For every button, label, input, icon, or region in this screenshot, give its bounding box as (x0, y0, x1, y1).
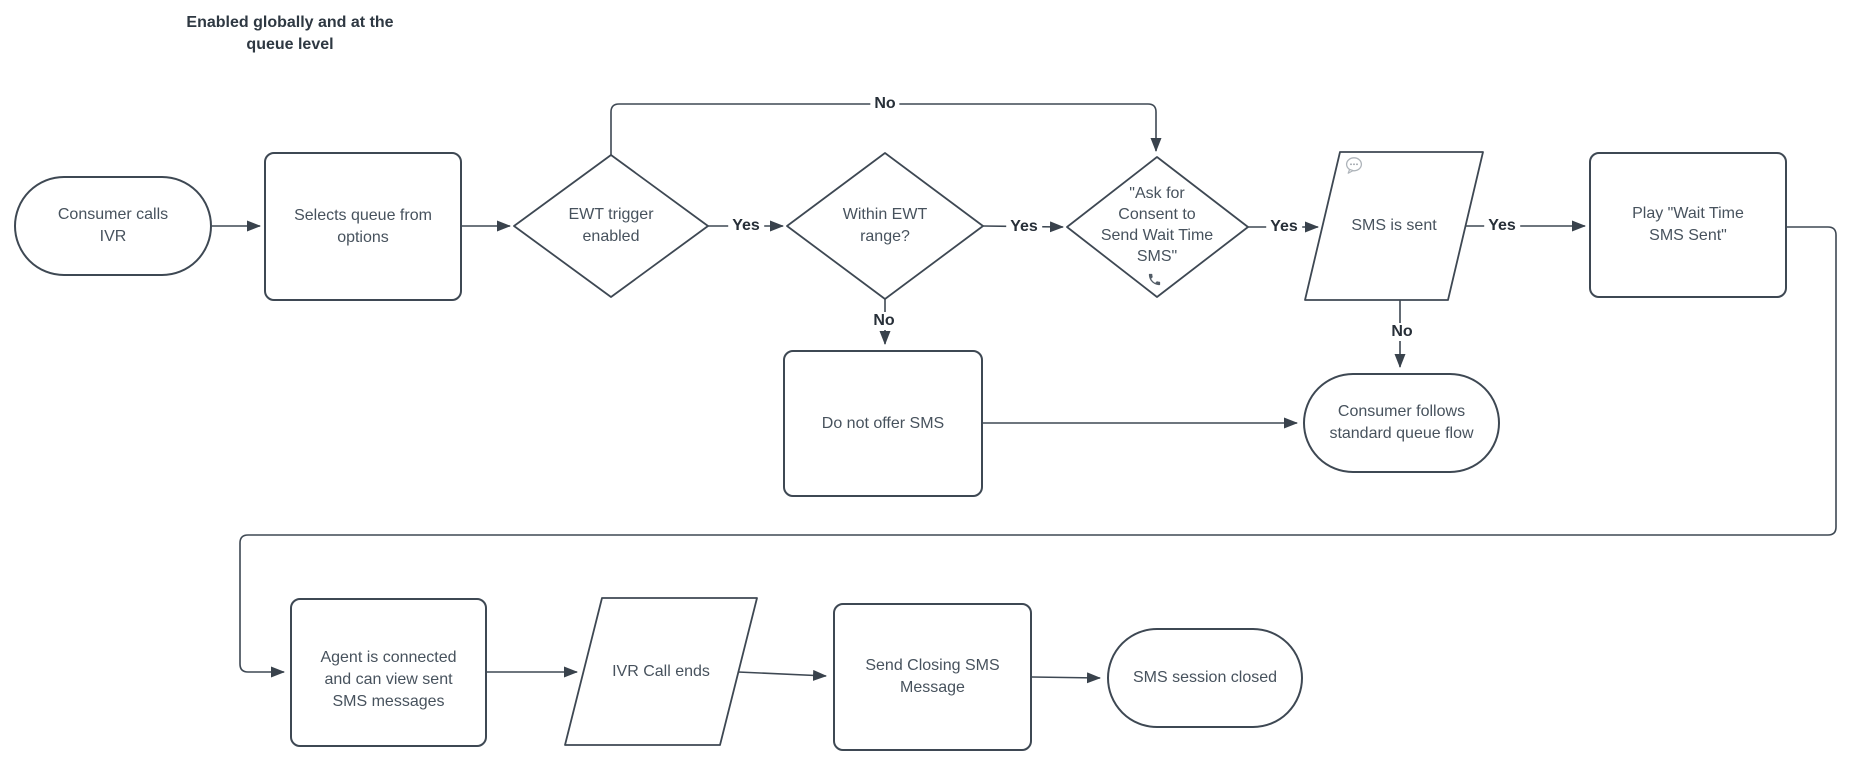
diagram-title: Enabled globally and at the queue level (186, 14, 394, 53)
edge-label-yes: Yes (728, 217, 764, 235)
node-consumer-follows-standard-queue-flow: Consumer follows standard queue flow (1303, 373, 1500, 473)
node-play-wait-time-sms-sent: Play "Wait Time SMS Sent" (1589, 152, 1787, 298)
node-send-closing-sms-message: Send Closing SMS Message (833, 603, 1032, 751)
edge-label-no: No (869, 312, 899, 330)
edge-label-no: No (1387, 323, 1417, 341)
node-within-ewt-range: Within EWT range? (842, 206, 928, 245)
edge-ivr-ends-to-closing-sms (737, 669, 827, 681)
edge-label-yes: Yes (1266, 218, 1302, 236)
node-agent-is-connected: Agent is connected and can view sent SMS… (290, 598, 487, 747)
node-selects-queue: Selects queue from options (264, 152, 462, 301)
edge-label-yes: Yes (1484, 217, 1520, 235)
node-sms-is-sent: SMS is sent (1351, 217, 1437, 234)
edge-label-no: No (870, 95, 900, 113)
sms-is-sent-shape (1304, 151, 1484, 301)
edge-closing-sms-to-session-closed (1031, 672, 1101, 684)
node-ivr-call-ends: IVR Call ends (612, 662, 710, 680)
node-sms-session-closed: SMS session closed (1107, 628, 1303, 728)
node-consumer-calls-ivr: Consumer calls IVR (14, 176, 212, 276)
edge-label-yes: Yes (1006, 218, 1042, 236)
node-do-not-offer-sms: Do not offer SMS (783, 350, 983, 497)
ivr-call-ends-shape (564, 597, 758, 746)
node-ewt-trigger-enabled: EWT trigger enabled (568, 206, 654, 245)
edge-play-to-agent-connected (239, 226, 1837, 678)
node-ask-for-consent: "Ask for Consent to Send Wait Time SMS" (1100, 185, 1214, 265)
